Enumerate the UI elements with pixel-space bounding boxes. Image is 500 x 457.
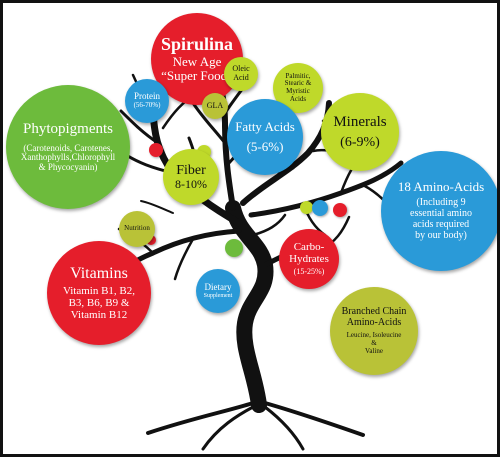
- gla-title: GLA: [206, 100, 224, 110]
- branched-chain-line-2: Amino-Acids: [346, 316, 402, 328]
- dietary-title: Dietary: [204, 281, 232, 292]
- branched-chain-line-5: Valine: [365, 346, 383, 355]
- amino-acids-detail-2: essential amino: [410, 208, 472, 220]
- protein-percent: (56-70%): [133, 101, 161, 110]
- minerals-bubble: Minerals (6-9%): [321, 93, 399, 171]
- branched-chain-line-3: Leucine, Isoleucine: [346, 331, 402, 340]
- dietary-supplement-bubble: Dietary Supplement: [196, 269, 240, 313]
- fiber-bubble: Fiber 8-10%: [163, 149, 219, 205]
- vitamins-detail-3: Vitamin B12: [70, 308, 128, 321]
- tree-root-left: [146, 401, 255, 435]
- protein-title: Protein: [134, 91, 160, 102]
- amino-acids-detail-3: acids required: [412, 219, 470, 231]
- decor-dot: [312, 200, 328, 216]
- palmitic-line-4: Acids: [289, 94, 307, 103]
- fatty-acids-title: Fatty Acids: [235, 118, 295, 134]
- palmitic-line-1: Palmitic,: [285, 71, 311, 80]
- amino-acids-bubble: 18 Amino-Acids (Including 9 essential am…: [381, 151, 497, 271]
- carbohydrates-line-2: Hydrates: [289, 252, 329, 265]
- decor-dot: [333, 203, 347, 217]
- nutrition-title: Nutrition: [124, 224, 150, 233]
- phytopigments-detail-2: Xanthophylls,Chlorophyll: [20, 152, 116, 163]
- vitamins-detail-1: Vitamin B1, B2,: [62, 284, 136, 297]
- tree-root-right: [263, 401, 365, 437]
- vitamins-title: Vitamins: [70, 264, 128, 282]
- nutrition-bubble: Nutrition: [119, 211, 155, 247]
- carbohydrates-percent: (15-25%): [293, 266, 325, 276]
- fatty-acids-bubble: Fatty Acids (5-6%): [227, 99, 303, 175]
- decor-dot: [300, 201, 313, 214]
- branched-chain-line-4: &: [371, 339, 377, 348]
- minerals-percent: (6-9%): [340, 134, 380, 150]
- branched-chain-line-1: Branched Chain: [341, 305, 407, 317]
- vitamins-bubble: Vitamins Vitamin B1, B2, B3, B6, B9 & Vi…: [47, 241, 151, 345]
- minerals-title: Minerals: [333, 114, 387, 131]
- gla-bubble: GLA: [202, 93, 228, 119]
- decor-dot: [225, 239, 243, 257]
- phytopigments-title: Phytopigments: [22, 121, 113, 138]
- fiber-title: Fiber: [176, 162, 206, 178]
- oleic-acid-line-2: Acid: [233, 73, 249, 82]
- spirulina-tagline: “Super Food”: [161, 67, 233, 83]
- phytopigments-detail-1: (Carotenoids, Carotenes,: [23, 142, 113, 153]
- amino-acids-title: 18 Amino-Acids: [397, 179, 485, 195]
- spirulina-title: Spirulina: [160, 34, 234, 55]
- oleic-acid-bubble: Oleic Acid: [224, 57, 258, 91]
- palmitic-line-2: Stearic &: [284, 79, 312, 88]
- amino-acids-detail-1: (Including 9: [416, 197, 466, 209]
- carbohydrates-line-1: Carbo-: [293, 240, 325, 253]
- phytopigments-detail-3: & Phycocyanin): [38, 161, 98, 172]
- fiber-percent: 8-10%: [175, 177, 207, 192]
- branched-chain-bubble: Branched Chain Amino-Acids Leucine, Isol…: [330, 287, 418, 375]
- protein-bubble: Protein (56-70%): [125, 79, 169, 123]
- tree-root-mid: [201, 405, 255, 451]
- decor-dot: [149, 143, 163, 157]
- spirulina-subtitle: New Age: [172, 53, 222, 69]
- phytopigments-bubble: Phytopigments (Carotenoids, Carotenes, X…: [6, 85, 130, 209]
- carbohydrates-bubble: Carbo- Hydrates (15-25%): [279, 229, 339, 289]
- vitamins-detail-2: B3, B6, B9 &: [68, 296, 130, 309]
- palmitic-line-3: Myristic: [286, 87, 310, 95]
- tree-root-mid2: [263, 405, 305, 451]
- oleic-acid-line-1: Oleic: [232, 64, 250, 74]
- fatty-acids-percent: (5-6%): [246, 139, 284, 154]
- tree-trunk: [225, 200, 274, 413]
- dietary-subtitle: Supplement: [203, 292, 233, 299]
- amino-acids-detail-4: by our body): [415, 229, 467, 241]
